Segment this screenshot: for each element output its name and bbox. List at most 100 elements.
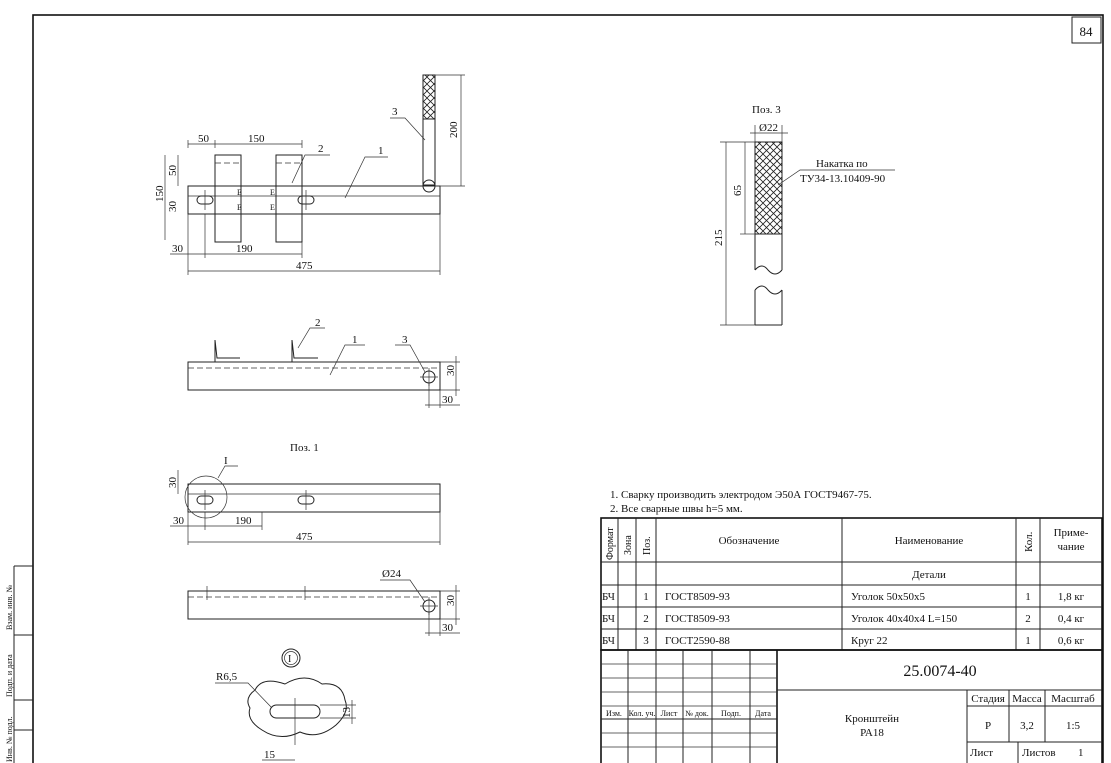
margin-stamp-label-2: Подп. и дата [5, 654, 14, 697]
leader-pos-2: 2 [318, 143, 324, 155]
spec-header-pos: Поз. [642, 536, 653, 555]
row-1-qty: 1 [1025, 591, 1031, 603]
tb-title-line2: РА18 [860, 727, 884, 739]
svg-text:Е: Е [237, 203, 242, 212]
row-2-designation: ГОСТ8509-93 [665, 613, 730, 625]
row-2-format: БЧ [602, 613, 615, 625]
row-1-note: 1,8 кг [1058, 591, 1085, 603]
row-2-qty: 2 [1025, 613, 1031, 625]
row-1-designation: ГОСТ8509-93 [665, 591, 730, 603]
tb-scale: 1:5 [1066, 720, 1081, 732]
row-3-pos: 3 [643, 635, 649, 647]
detail-mark-I: I [224, 455, 228, 467]
spec-header-zone: Зона [623, 535, 634, 555]
spec-header-qty: Кол. [1023, 531, 1035, 552]
svg-text:Е: Е [237, 188, 242, 197]
row-2-name: Уголок 40х40х4 L=150 [851, 613, 958, 625]
margin-stamp-label-1: Взам. инв. № [5, 585, 14, 630]
row-3-format: БЧ [602, 635, 615, 647]
sheet-frame: 84 [32, 14, 1104, 763]
svg-text:Е: Е [270, 188, 275, 197]
svg-text:Е: Е [270, 203, 275, 212]
top-dim-150: 150 [248, 133, 265, 145]
tb-sheet-label: Лист [970, 747, 993, 759]
detail-I-view: I R6,5 13 15 [215, 648, 356, 761]
row-1-pos: 1 [643, 591, 649, 603]
tb-col-list: Лист [661, 709, 678, 718]
poz3-diameter: Ø22 [759, 122, 778, 134]
tb-title-line1: Кронштейн [845, 713, 899, 725]
tb-sheets-label: Листов [1022, 747, 1056, 759]
poz1-side-view: Ø24 30 30 [187, 568, 460, 636]
sheet-number: 84 [1080, 24, 1094, 39]
tb-doc-number: 25.0074-40 [903, 663, 976, 680]
poz3-view: Поз. 3 Ø22 65 215 Накатка по ТУ34-13.104… [713, 104, 895, 326]
row-2-note: 0,4 кг [1058, 613, 1085, 625]
spec-header-format: Формат [605, 527, 616, 560]
hole-diameter-label: Ø24 [382, 568, 401, 580]
spec-header-note-2: чание [1057, 541, 1084, 553]
table-row: БЧ 3 ГОСТ2590-88 Круг 22 1 0,6 кг [602, 635, 1085, 647]
poz1-dim-30-vertical: 30 [167, 477, 179, 489]
spec-table: Формат Зона Поз. Обозначение Наименовани… [600, 517, 1103, 651]
top-dim-30: 30 [172, 243, 184, 255]
front-dim-30-horizontal: 30 [442, 394, 454, 406]
spec-header-designation: Обозначение [719, 535, 780, 547]
tb-stage-label: Стадия [971, 693, 1005, 705]
row-1-name: Уголок 50х50х5 [851, 591, 925, 603]
note-2: 2. Все сварные швы h=5 мм. [610, 503, 743, 515]
row-3-designation: ГОСТ2590-88 [665, 635, 730, 647]
tb-col-izm: Изм. [606, 709, 622, 718]
detail-dim-13: 13 [341, 707, 353, 719]
poz3-title: Поз. 3 [752, 104, 781, 116]
table-row: БЧ 1 ГОСТ8509-93 Уголок 50х50х5 1 1,8 кг [602, 591, 1085, 603]
leader-pos-3: 3 [392, 106, 398, 118]
tb-col-sign: Подп. [721, 709, 741, 718]
margin-stamp-label-3: Инв. № подл. [5, 716, 14, 762]
detail-radius-label: R6,5 [216, 671, 238, 683]
top-view: ЕЕ ЕЕ 50 150 150 50 30 30 190 475 [154, 74, 465, 275]
row-2-pos: 2 [643, 613, 649, 625]
tb-col-date: Дата [755, 709, 771, 718]
tb-stage: Р [985, 720, 991, 732]
side-dim-30-horizontal: 30 [442, 622, 454, 634]
leader-front-3: 3 [402, 334, 408, 346]
row-3-name: Круг 22 [851, 635, 887, 647]
poz3-dim-215: 215 [713, 229, 725, 246]
leader-pos-1: 1 [378, 145, 384, 157]
tb-mass: 3,2 [1020, 720, 1034, 732]
top-dim-200: 200 [448, 121, 460, 138]
poz3-note-line1: Накатка по [816, 158, 868, 170]
front-view: 2 1 3 30 30 [187, 317, 460, 408]
tb-col-kol: Кол. уч. [629, 709, 656, 718]
row-3-note: 0,6 кг [1058, 635, 1085, 647]
spec-section-title: Детали [912, 569, 946, 581]
note-1: 1. Сварку производить электродом Э50А ГО… [610, 489, 872, 501]
row-1-format: БЧ [602, 591, 615, 603]
top-dim-30v: 30 [167, 201, 179, 213]
side-dim-30-vertical: 30 [445, 595, 457, 607]
tb-col-doc: № док. [685, 709, 709, 718]
poz1-dim-190: 190 [235, 515, 252, 527]
top-dim-150v: 150 [154, 185, 166, 202]
detail-circle-label: I [288, 654, 291, 665]
poz1-dim-475: 475 [296, 531, 313, 543]
top-dim-190: 190 [236, 243, 253, 255]
title-block: Изм. Кол. уч. Лист № док. Подп. Дата 25.… [600, 649, 1103, 763]
tb-mass-label: Масса [1012, 693, 1042, 705]
top-dim-50: 50 [198, 133, 210, 145]
tb-sheets: 1 [1078, 747, 1084, 759]
front-dim-30-vertical: 30 [445, 365, 457, 377]
spec-header-name: Наименование [895, 535, 964, 547]
margin-stamp: Взам. инв. № Подп. и дата Инв. № подл. [5, 565, 33, 763]
leader-front-2: 2 [315, 317, 321, 329]
top-dim-475: 475 [296, 260, 313, 272]
poz3-note-line2: ТУ34-13.10409-90 [800, 173, 886, 185]
poz1-dim-30: 30 [173, 515, 185, 527]
poz3-dim-65: 65 [732, 185, 744, 197]
row-3-qty: 1 [1025, 635, 1031, 647]
top-dim-50v: 50 [167, 165, 179, 177]
poz1-view: Поз. 1 I 30 30 190 475 [167, 442, 441, 545]
leader-front-1: 1 [352, 334, 358, 346]
